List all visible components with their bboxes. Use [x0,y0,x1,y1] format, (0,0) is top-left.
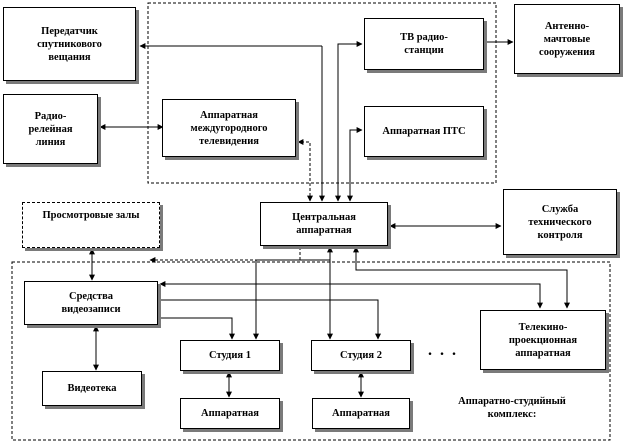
node-radio-relay: Радио- релейная линия [3,94,98,164]
node-central-room: Центральная аппаратная [260,202,388,246]
link-video-studio2 [160,299,381,340]
link-central-teleprojection [353,246,570,309]
link-central-studio1 [253,259,330,340]
node-tech-control: Служба технического контроля [503,189,617,255]
node-studio-2: Студия 2 [311,340,411,371]
complex-caption: Аппаратно-студийный комплекс: [458,396,566,420]
node-tele-projection: Телекино- проекционная аппаратная [480,310,606,370]
ellipsis: . . . [428,342,458,359]
link-central-video [149,247,301,263]
node-tv-radio-station: ТВ радио- станции [364,18,484,70]
node-studio2-room: Аппаратная [312,398,410,429]
node-intercity-tv: Аппаратная междугородного телевидения [162,99,296,157]
link-video-teleprojection [159,281,543,309]
node-ptc-room: Аппаратная ПТС [364,106,484,157]
node-video-library: Видеотека [42,371,142,406]
link-central-tvstation [335,41,363,202]
link-video-studio1 [160,317,235,340]
link-central-ptc [347,127,363,202]
node-studio-1: Студия 1 [180,340,280,371]
node-sputnik-transmitter: Передатчик спутникового вещания [3,7,136,81]
complex-dashed-region [11,261,611,441]
node-studio1-room: Аппаратная [180,398,280,429]
link-central-intercity [297,139,313,202]
node-viewing-rooms: Просмотровые залы [22,202,160,248]
node-antenna-mast: Антенно- мачтовые сооружения [514,4,620,74]
node-video-recording: Средства видеозаписи [24,281,158,325]
